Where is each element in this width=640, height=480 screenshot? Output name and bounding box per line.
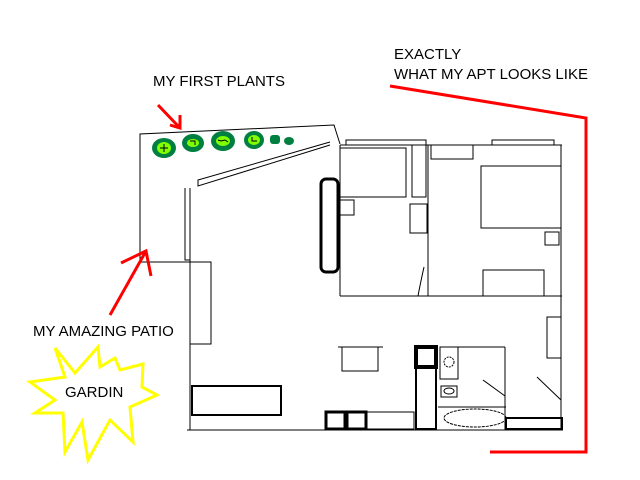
- label-my-first-plants: MY FIRST PLANTS: [153, 73, 285, 90]
- plant-icon: [211, 131, 235, 151]
- arrow-icon: [108, 248, 153, 316]
- starburst-icon: [26, 343, 161, 465]
- plant-icon: [284, 137, 294, 145]
- plant-icon: [270, 135, 280, 144]
- label-my-amazing-patio: MY AMAZING PATIO: [33, 323, 174, 340]
- bedroom-furniture: [339, 144, 562, 297]
- arrow-icon: [156, 103, 182, 131]
- plants: [152, 131, 294, 158]
- label-gardin: GARDIN: [65, 384, 124, 401]
- label-what-my-apt-looks-like: WHAT MY APT LOOKS LIKE: [394, 66, 588, 83]
- plant-icon: [182, 134, 204, 152]
- sofa: [319, 177, 340, 274]
- annotations: [108, 84, 588, 454]
- apartment-outline-line: [389, 84, 588, 454]
- plant-icon: [152, 138, 176, 158]
- counter: [191, 385, 282, 416]
- bathroom: [438, 346, 563, 430]
- living-furniture: [338, 316, 562, 372]
- plant-icon: [244, 131, 264, 149]
- label-exactly: EXACTLY: [394, 46, 462, 63]
- patio-outline: [139, 124, 341, 430]
- kitchen: [324, 345, 438, 431]
